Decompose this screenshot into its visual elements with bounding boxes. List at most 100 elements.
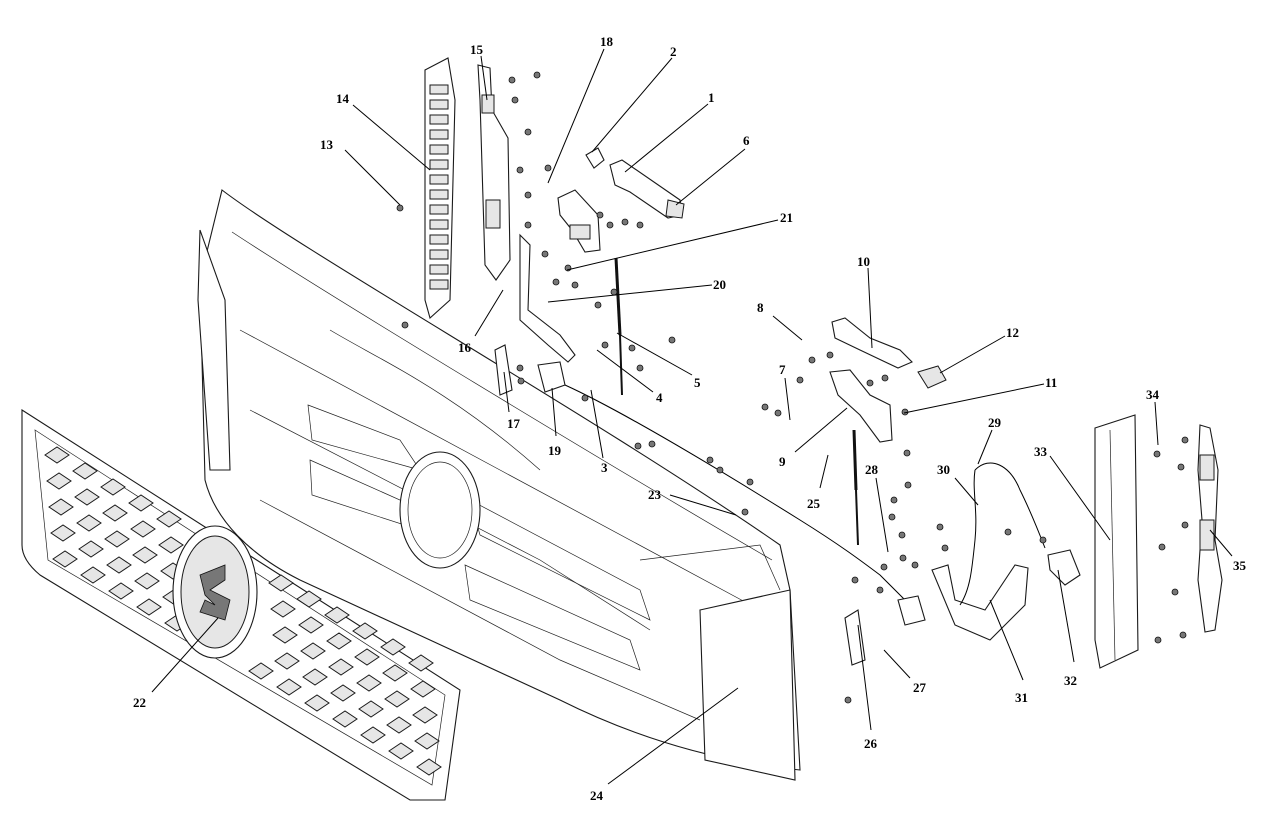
front-panel (197, 189, 801, 781)
mesh-cell (50, 524, 76, 542)
deflector-slat (429, 219, 449, 230)
callout-19: 19 (548, 443, 562, 458)
fastener (1179, 631, 1187, 639)
mesh-cell (326, 632, 352, 650)
fastener (826, 351, 834, 359)
callout-33: 33 (1034, 444, 1048, 459)
fastener (596, 211, 604, 219)
fastener (396, 204, 404, 212)
callout-13: 13 (320, 137, 334, 152)
mesh-cell (414, 732, 440, 750)
callout-35: 35 (1233, 558, 1247, 573)
mesh-cell (382, 664, 408, 682)
latch-right (829, 369, 893, 443)
fastener (511, 96, 519, 104)
callout-20: 20 (713, 277, 726, 292)
callout-24: 24 (590, 788, 604, 803)
deflector-slat (429, 144, 449, 155)
callout-7: 7 (779, 362, 786, 377)
fastener (706, 456, 714, 464)
fastener (876, 586, 884, 594)
clip-2 (585, 147, 605, 169)
mesh-cell (100, 478, 126, 496)
callout-28: 28 (865, 462, 879, 477)
fastener (636, 364, 644, 372)
fastener (581, 394, 589, 402)
mounting-bracket-right (1197, 424, 1223, 633)
callout-6: 6 (743, 133, 750, 148)
mesh-cell (134, 572, 160, 590)
fastener (401, 321, 409, 329)
mesh-cell (352, 622, 378, 640)
fastener (636, 221, 644, 229)
callout-23: 23 (648, 487, 662, 502)
fastener (851, 576, 859, 584)
mesh-cell (328, 658, 354, 676)
fastener (1181, 436, 1189, 444)
fastener (606, 221, 614, 229)
deflector-slat (429, 264, 449, 275)
fastener (911, 561, 919, 569)
mesh-cell (332, 710, 358, 728)
mesh-cell (302, 668, 328, 686)
gas-strut-left (614, 257, 623, 396)
fastener (716, 466, 724, 474)
fastener (888, 513, 896, 521)
mesh-cell (106, 556, 132, 574)
mesh-cell (412, 706, 438, 724)
callout-11: 11 (1045, 375, 1057, 390)
deflector-slat (429, 99, 449, 110)
mesh-cell (304, 694, 330, 712)
mesh-cell (408, 654, 434, 672)
callout-9: 9 (779, 454, 786, 469)
air-deflector-left (424, 57, 456, 320)
mesh-cell (132, 546, 158, 564)
callout-4: 4 (656, 390, 663, 405)
fastener (1158, 543, 1166, 551)
latch-box (897, 595, 926, 626)
fastener (517, 377, 525, 385)
callout-26: 26 (864, 736, 878, 751)
fastener (1154, 636, 1162, 644)
callout-8: 8 (757, 300, 764, 315)
fastener (516, 364, 524, 372)
mesh-cell (46, 472, 72, 490)
mesh-cell (354, 648, 380, 666)
mesh-cell (136, 598, 162, 616)
fastener (533, 71, 541, 79)
callout-29: 29 (988, 415, 1002, 430)
mesh-cell (76, 514, 102, 532)
fastener (1153, 450, 1161, 458)
callout-18: 18 (600, 34, 614, 49)
fastener (1177, 463, 1185, 471)
deflector-slat (429, 249, 449, 260)
lock-bracket (931, 564, 1029, 641)
mesh-cell (72, 462, 98, 480)
fastener (899, 554, 907, 562)
callout-14: 14 (336, 91, 350, 106)
mesh-cell (128, 494, 154, 512)
callout-27: 27 (913, 680, 927, 695)
fastener (741, 508, 749, 516)
lock-32 (1047, 549, 1081, 586)
mesh-cell (360, 726, 386, 744)
fastener (552, 278, 560, 286)
mesh-cell (80, 566, 106, 584)
callout-16: 16 (458, 340, 472, 355)
mesh-cell (386, 716, 412, 734)
gas-strut-right (852, 429, 859, 546)
mesh-cell (380, 638, 406, 656)
mesh-cell (384, 690, 410, 708)
callout-22: 22 (133, 695, 146, 710)
callouts: 1 2 3 4 5 6 7 8 9 10 11 12 13 (133, 34, 1247, 803)
mounting-bracket-left (477, 64, 511, 281)
fastener (634, 442, 642, 450)
mesh-cell (358, 700, 384, 718)
fastener (668, 336, 676, 344)
fastener (761, 403, 769, 411)
mesh-cell (272, 626, 298, 644)
fastener (936, 523, 944, 531)
mesh-cell (102, 504, 128, 522)
fastener (601, 341, 609, 349)
